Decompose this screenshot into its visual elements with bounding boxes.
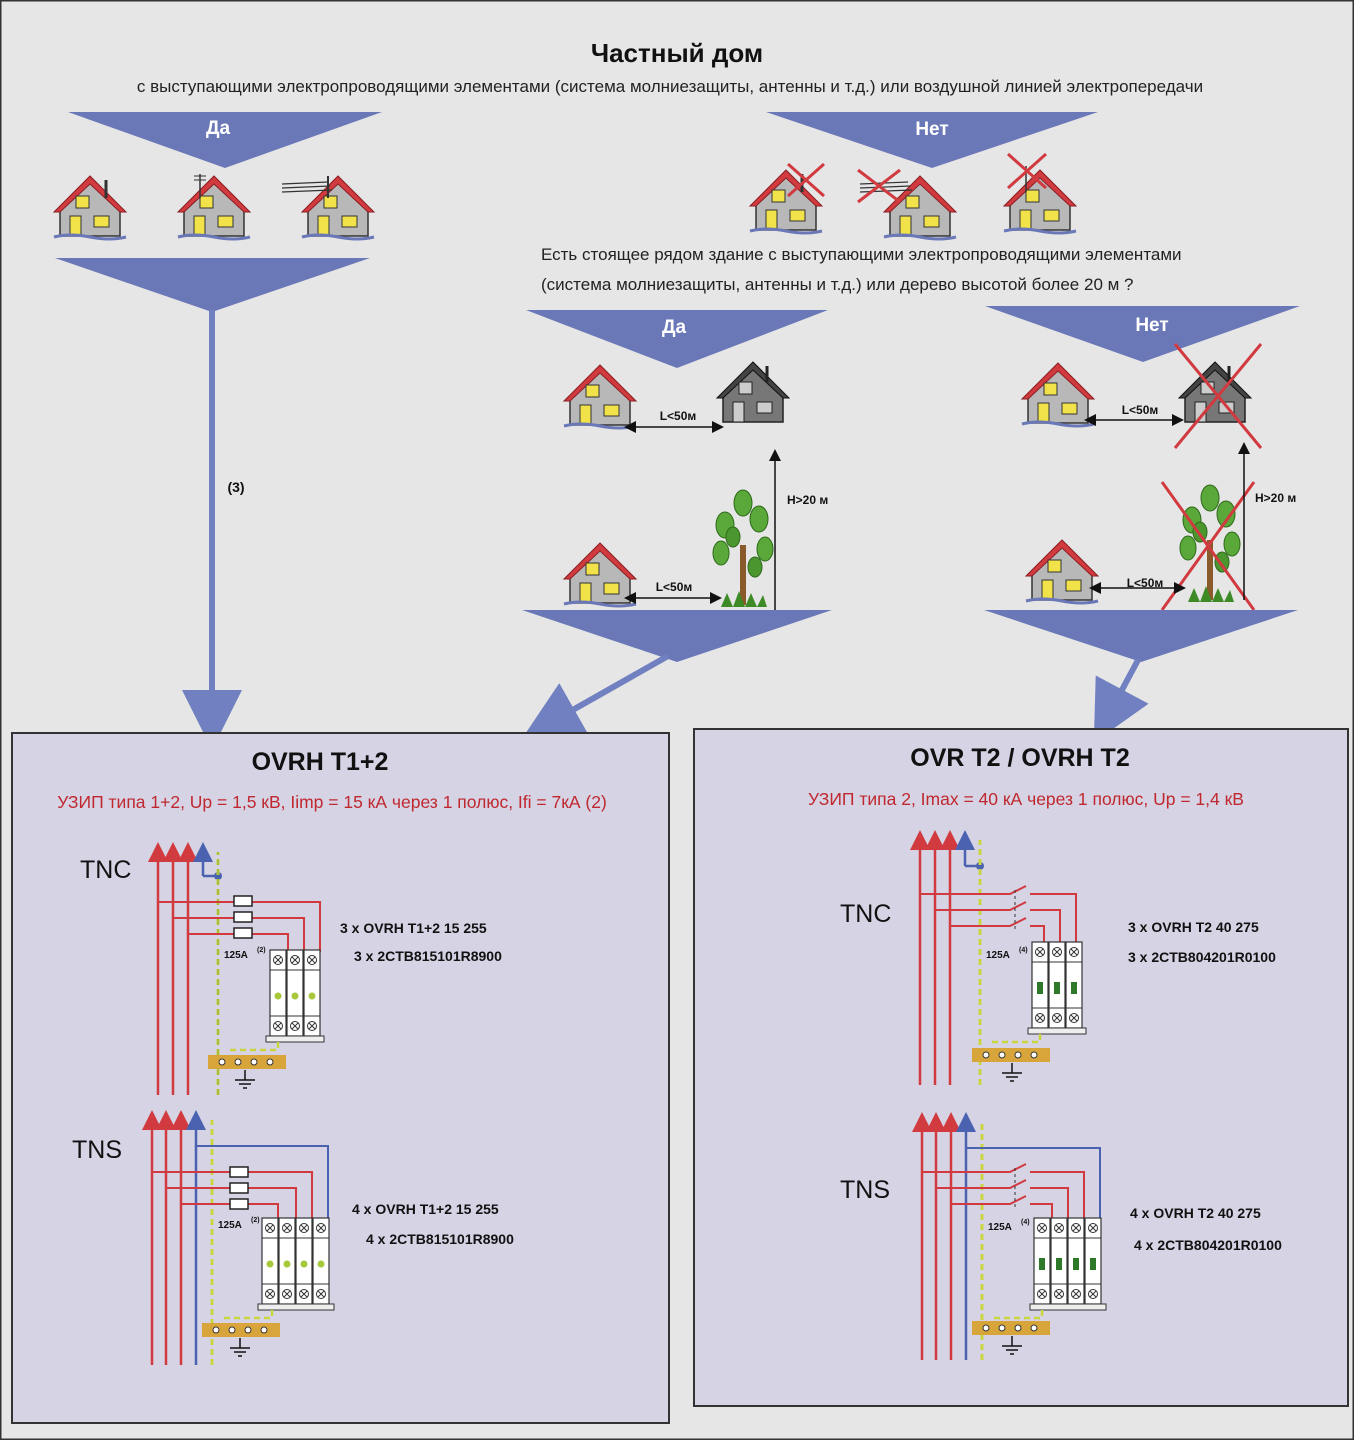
right-tns-product: 4 x OVRH T2 40 275 — [1130, 1205, 1261, 1221]
distance-label-tree-no: L<50м — [1127, 576, 1164, 590]
note-3: (3) — [227, 479, 244, 495]
neighbor-building-crossed-icon — [1173, 343, 1263, 449]
branch-no-triangle — [766, 112, 1098, 168]
distance-label-tree: L<50м — [656, 580, 693, 594]
branch-yes-bottom-triangle — [55, 258, 370, 312]
left-tnc-product: 3 x OVRH T1+2 15 255 — [340, 920, 487, 936]
distance-label: L<50м — [660, 409, 697, 423]
left-tnc-fuse: 125A — [224, 950, 248, 961]
house-lightning-icon — [52, 174, 128, 241]
left-tns-fuse: 125A — [218, 1220, 242, 1231]
left-box-title: OVRH T1+2 — [252, 748, 389, 776]
house-powerline-icon — [281, 174, 376, 241]
left-tnc-fuse-note: (2) — [257, 947, 266, 954]
house-powerline-crossed-icon — [857, 168, 958, 241]
house-lightning-crossed-icon — [748, 162, 825, 235]
right-box — [693, 728, 1349, 1407]
left-tns-fuse-note: (2) — [251, 1217, 260, 1224]
q2-yes-label: Да — [662, 317, 687, 338]
q2-yes-bottom-triangle — [522, 610, 832, 662]
right-tnc-product: 3 x OVRH T2 40 275 — [1128, 919, 1259, 935]
house-antenna-crossed-icon — [1002, 152, 1078, 235]
question2-line2: (система молниезащиты, антенны и т.д.) и… — [541, 275, 1134, 294]
q2-yes-triangle — [526, 310, 828, 368]
right-box-title: OVR T2 / OVRH T2 — [910, 744, 1129, 772]
left-tns-wiring — [142, 1110, 335, 1365]
right-tns-wiring — [912, 1112, 1107, 1360]
branch-yes-triangle — [68, 112, 382, 168]
q2-yes-arrow — [521, 653, 670, 739]
left-tns-product: 4 x OVRH T1+2 15 255 — [352, 1201, 499, 1217]
branch-no-label: Нет — [915, 119, 948, 140]
right-tnc-wiring — [910, 830, 1087, 1085]
left-tns-label: TNS — [72, 1136, 122, 1164]
q2-no-arrow — [1093, 658, 1149, 743]
left-tnc-label: TNC — [80, 856, 131, 884]
branch-yes-label: Да — [206, 118, 231, 139]
left-tnc-code: 3 x 2CTB815101R8900 — [354, 948, 502, 964]
right-box-subtitle: УЗИП типа 2, Imax = 40 кА через 1 полюс,… — [808, 789, 1244, 809]
left-tnc-wiring — [148, 842, 325, 1095]
left-box-subtitle: УЗИП типа 1+2, Up = 1,5 кВ, Iimp = 15 кА… — [57, 792, 607, 812]
right-tns-fuse: 125A — [988, 1222, 1012, 1233]
right-tns-fuse-note: (4) — [1021, 1219, 1030, 1226]
q2-no-label: Нет — [1135, 315, 1168, 336]
height-label: H>20 м — [787, 493, 828, 507]
page-subtitle: с выступающими электропроводящими элемен… — [137, 77, 1203, 96]
distance-label-no: L<50м — [1122, 403, 1159, 417]
right-tnc-code: 3 x 2CTB804201R0100 — [1128, 949, 1276, 965]
right-tns-code: 4 x 2CTB804201R0100 — [1134, 1237, 1282, 1253]
right-tnc-fuse-note: (4) — [1019, 947, 1028, 954]
right-tnc-fuse: 125A — [986, 950, 1010, 961]
house-antenna-icon — [176, 174, 252, 241]
height-label-no: H>20 м — [1255, 491, 1296, 505]
right-tnc-label: TNC — [840, 900, 891, 928]
q2-no-bottom-triangle — [984, 610, 1298, 662]
left-tns-code: 4 x 2CTB815101R8900 — [366, 1231, 514, 1247]
page-title: Частный дом — [591, 38, 763, 68]
q2-no-triangle — [985, 306, 1300, 362]
question2-line1: Есть стоящее рядом здание с выступающими… — [541, 245, 1182, 264]
left-box — [11, 732, 670, 1424]
right-tns-label: TNS — [840, 1176, 890, 1204]
